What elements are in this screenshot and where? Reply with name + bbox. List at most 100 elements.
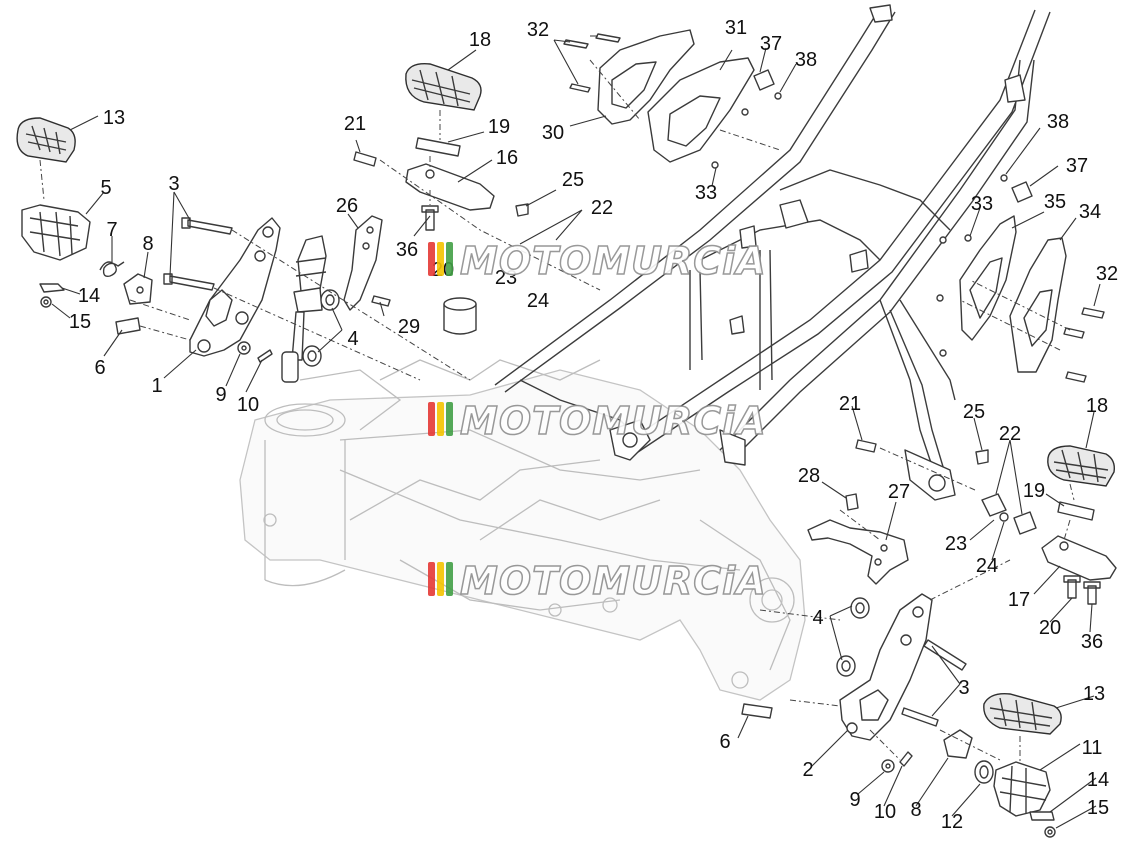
split-pin-left [257,349,273,363]
callout-31: 31 [725,17,747,39]
callout-26: 26 [336,195,358,217]
svg-text:MOTOMURCiA: MOTOMURCiA [460,239,767,283]
plate-22-right-b [1013,511,1037,535]
callout-4-left: 4 [347,328,358,350]
callout-14-right: 14 [1087,769,1109,791]
callout-36-right: 36 [1081,631,1103,653]
footpeg-bracket-left [189,217,281,357]
callout-6-right: 6 [719,731,730,753]
watermark-1: MOTOMURCiA [428,238,767,284]
svg-text:MOTOMURCiA: MOTOMURCiA [460,399,767,443]
callout-32-top: 32 [527,19,549,41]
callout-25-right: 25 [963,401,985,423]
callout-37-top: 37 [760,33,782,55]
bolt-right-upper [923,639,967,671]
callout-18-right: 18 [1086,395,1108,417]
footpeg-left [21,204,91,261]
plate-22-right-a [981,493,1007,517]
clip-25-right [975,449,989,465]
bolt-36-right [1083,581,1101,605]
bolt-32-top-c [569,83,591,93]
callout-27: 27 [888,481,910,503]
watermark-3: MOTOMURCiA [428,558,766,604]
callout-21-right: 21 [839,393,861,415]
bolt-32-right-c [1065,371,1087,383]
split-pin-right [899,751,913,767]
reservoir-bracket-left [343,215,383,311]
callout-14-left: 14 [78,285,100,307]
callout-23-left: 23 [495,267,517,289]
callout-15-right: 15 [1087,797,1109,819]
pin-21-left [353,151,377,167]
callout-11: 11 [1082,737,1103,759]
callout-10-left: 10 [237,394,259,416]
spacer-37-right [1011,181,1033,203]
footpeg-bracket-right [839,593,933,741]
callout-6-left: 6 [94,357,105,379]
screw-38-right [1000,174,1008,182]
watermark-2: MOTOMURCiA [428,398,767,444]
bolt-left-lower [163,273,215,291]
plate-19-right [1057,501,1095,521]
callout-21-left: 21 [344,113,366,135]
plate-19-left [415,137,461,157]
callout-3-right: 3 [958,677,969,699]
callout-1: 1 [151,375,162,397]
bolt-20-right [1063,575,1081,599]
footpeg-right [993,761,1051,817]
callout-16: 16 [496,147,518,169]
callout-10-right: 10 [874,801,896,823]
assembly-lines [39,59,1075,764]
callout-15-left: 15 [69,311,91,333]
bushing-right-upper [850,597,870,619]
callout-24-left: 24 [527,290,549,312]
callout-37-right: 37 [1066,155,1088,177]
rear-subframe [494,4,1051,501]
callout-2: 2 [802,759,813,781]
screw-38-top [774,92,782,100]
nut-right [1044,826,1056,838]
nut-left [40,296,52,308]
callout-29: 29 [398,316,420,338]
spring-left [99,261,125,278]
fluid-reservoir [443,297,477,335]
pin-left [115,317,141,335]
callout-25-left: 25 [562,169,584,191]
spacer-37-top [753,69,775,91]
callout-labels: 1 2 3 3 4 4 5 6 6 7 8 8 9 9 10 10 11 12 … [69,17,1118,833]
callout-32-right: 32 [1096,263,1118,285]
callout-38-top: 38 [795,49,817,71]
spring-24-right [999,512,1009,522]
callout-17: 17 [1008,589,1030,611]
bushing-left-upper [320,289,340,311]
spacer-plate-right [943,729,973,759]
passenger-footpeg-left [405,163,495,211]
callout-23-right: 23 [945,533,967,555]
engine-ghost [239,359,806,701]
callout-20-right: 20 [1039,617,1061,639]
washer-33-right [964,234,972,242]
clip-25-left [515,203,529,217]
callout-8-right: 8 [910,799,921,821]
bolt-28 [845,493,859,511]
washer-right [881,759,895,773]
passenger-footpeg-right [1041,535,1117,581]
callout-3-left: 3 [168,173,179,195]
footpeg-rubber-passenger-left [405,63,482,111]
pin-21-right [855,439,877,453]
heel-guard-30 [597,29,695,125]
spacer-plate-left [123,273,153,305]
callout-9-left: 9 [215,384,226,406]
footpeg-rubber-right [983,693,1062,735]
callout-13-right: 13 [1083,683,1105,705]
callout-38-right: 38 [1047,111,1069,133]
callout-30: 30 [542,122,564,144]
bolt-32-right-b [1063,327,1085,339]
bushing-left-lower [302,345,322,367]
callout-28: 28 [798,465,820,487]
spring-right [974,760,994,784]
callout-24-right: 24 [976,555,998,577]
heel-guard-34 [1009,237,1067,373]
